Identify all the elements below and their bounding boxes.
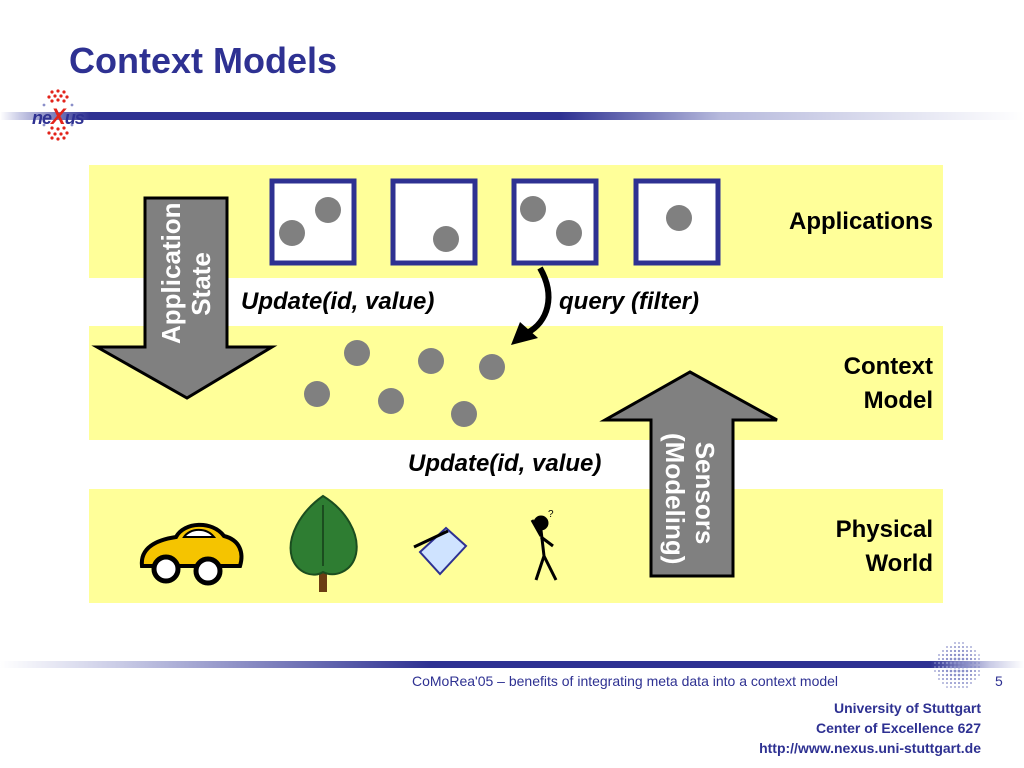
application-state-arrow: [91, 196, 278, 400]
car-icon: [139, 522, 244, 586]
person-icon: ?: [530, 509, 558, 581]
tree-icon: [289, 494, 358, 592]
physical-world-label: Physical World: [835, 516, 933, 577]
update-bottom-label: Update(id, value): [408, 450, 602, 477]
sensors-arrow: [599, 370, 778, 578]
title-rule: [0, 112, 1024, 120]
context-object-icon: [304, 340, 505, 427]
query-arrow: [511, 266, 552, 345]
sensors-modeling-label: Sensors (Modeling): [660, 433, 720, 565]
context-model-label: Context Model: [843, 353, 933, 414]
slide-title: Context Models: [69, 40, 338, 81]
nexus-logo: neXus: [22, 86, 94, 144]
update-top-label: Update(id, value): [241, 288, 435, 315]
footer-rule: [0, 661, 1024, 668]
context-model-layer: Context Model: [89, 326, 943, 440]
app-window-icon: [633, 178, 721, 266]
notepad-icon: [413, 526, 468, 576]
svg-text:?: ?: [548, 509, 554, 520]
query-label: query (filter): [559, 288, 700, 315]
dot-globe-icon: [934, 642, 980, 688]
app-window-icon: [390, 178, 478, 266]
page-number: 5: [995, 673, 1003, 689]
app-window-icon: [511, 178, 599, 266]
application-state-label: Application State: [156, 202, 216, 344]
app-window-icon: [269, 178, 357, 266]
affiliation: University of Stuttgart Center of Excell…: [759, 700, 981, 756]
footer-caption: CoMoRea'05 – benefits of integrating met…: [412, 673, 839, 689]
applications-label: Applications: [788, 208, 933, 235]
